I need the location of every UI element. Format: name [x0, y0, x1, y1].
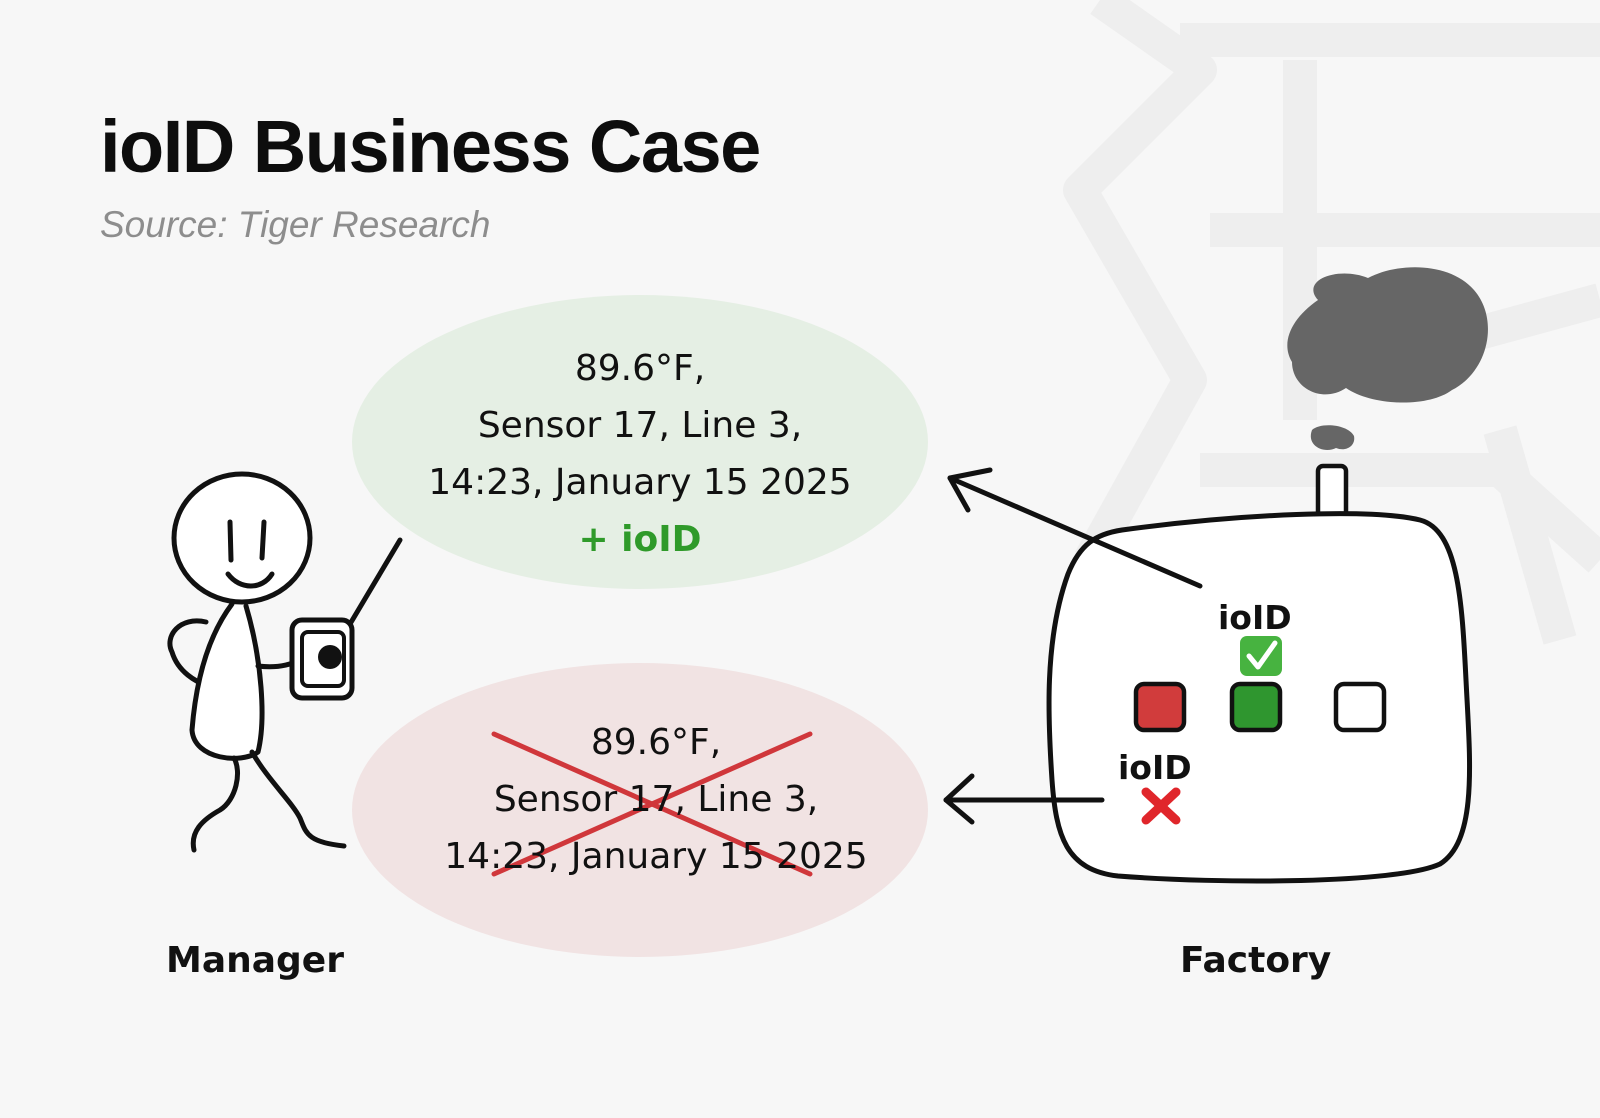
- manager-head: [171, 471, 313, 605]
- manager-figure: [167, 471, 403, 853]
- empty-indicator: [1333, 681, 1387, 733]
- red-x-icon: [1141, 787, 1181, 825]
- verified-ioid-label: ioID: [1218, 598, 1292, 637]
- check-mark-icon: [1240, 636, 1282, 676]
- rejected-cross-out: [491, 731, 813, 877]
- source-caption: Source: Tiger Research: [100, 204, 491, 245]
- verified-reading: 89.6°F, Sensor 17, Line 3, 14:23, Januar…: [380, 340, 900, 568]
- rejected-ioid-label: ioID: [1118, 748, 1192, 787]
- red-indicator: [1133, 681, 1187, 733]
- rejected-reading: 89.6°F, Sensor 17, Line 3, 14:23, Januar…: [396, 714, 916, 885]
- manager-label: Manager: [166, 940, 344, 981]
- verified-temperature: 89.6°F,: [574, 348, 706, 389]
- green-indicator: [1229, 681, 1283, 733]
- factory-smoke-puff: [1310, 425, 1355, 450]
- rejected-temperature: 89.6°F,: [590, 722, 722, 763]
- handheld-device-icon: [289, 617, 355, 701]
- page-title: ioID Business Case: [100, 105, 761, 188]
- factory-smoke-cloud: [1287, 267, 1488, 403]
- factory-label: Factory: [1180, 940, 1332, 981]
- verified-timestamp: 14:23, January 15 2025: [428, 462, 852, 503]
- verified-bubble: [352, 295, 928, 589]
- verified-data-arrow: [947, 467, 1203, 589]
- rejected-sensor: Sensor 17, Line 3,: [493, 779, 819, 820]
- verified-sensor: Sensor 17, Line 3,: [477, 405, 803, 446]
- factory-chimney: [1315, 463, 1349, 521]
- rejected-timestamp: 14:23, January 15 2025: [444, 836, 868, 877]
- ioid-tag: + ioID: [578, 519, 702, 560]
- rejected-data-arrow: [943, 773, 1105, 825]
